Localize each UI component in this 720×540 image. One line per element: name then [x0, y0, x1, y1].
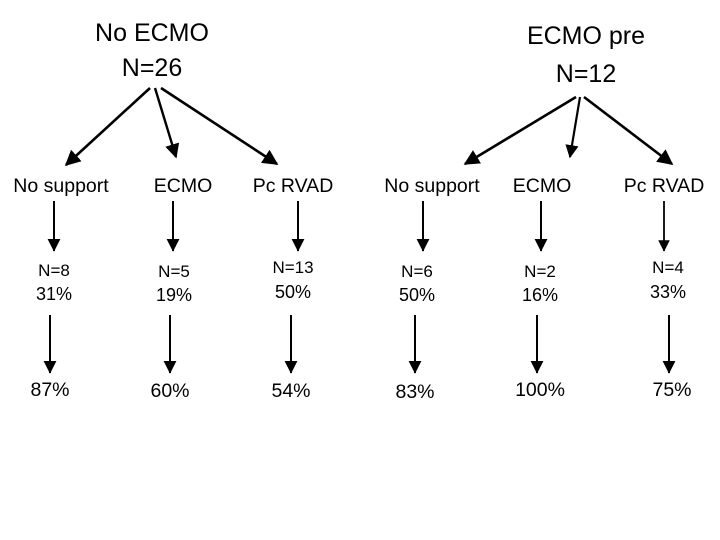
branch-arrow-ecmo-pre-no-support — [463, 95, 577, 166]
group-title-ecmo-pre: ECMO pre — [526, 22, 646, 50]
vertical-arrows-label-to-stats-left — [47, 201, 305, 252]
outcome-percent-ecmo-pre-pc-rvad: 75% — [652, 379, 692, 401]
stat-percent-no-ecmo-pc-rvad: 50% — [274, 282, 312, 302]
branch-arrow-ecmo-pre-pc-rvad — [583, 95, 674, 166]
column-label-ecmo-pre-pc-rvad: Pc RVAD — [623, 175, 705, 197]
branch-arrows-ecmo-pre — [463, 95, 674, 166]
stat-percent-ecmo-pre-no-support: 50% — [398, 285, 436, 305]
branch-arrow-no-ecmo-pc-rvad — [160, 86, 279, 166]
branch-arrow-no-ecmo-ecmo — [153, 87, 180, 159]
outcome-percent-no-ecmo-ecmo: 60% — [150, 380, 190, 402]
group-n-ecmo-pre: N=12 — [555, 60, 617, 88]
stat-percent-ecmo-pre-pc-rvad: 33% — [649, 282, 687, 302]
outcome-percent-ecmo-pre-no-support: 83% — [395, 381, 435, 403]
column-label-no-ecmo-ecmo: ECMO — [153, 175, 213, 197]
branch-arrow-no-ecmo-no-support — [64, 87, 151, 167]
outcome-percent-no-ecmo-no-support: 87% — [30, 379, 70, 401]
column-label-no-ecmo-no-support: No support — [13, 175, 109, 197]
stat-percent-no-ecmo-no-support: 31% — [35, 284, 73, 304]
branch-arrow-ecmo-pre-ecmo — [565, 96, 582, 159]
column-label-ecmo-pre-no-support: No support — [384, 175, 480, 197]
stat-n-no-ecmo-pc-rvad: N=13 — [272, 258, 314, 277]
branch-arrows-no-ecmo — [64, 86, 279, 167]
stat-n-ecmo-pre-ecmo: N=2 — [524, 262, 556, 281]
vertical-arrows-stats-to-outcome-left — [43, 315, 298, 374]
column-label-no-ecmo-pc-rvad: Pc RVAD — [252, 175, 334, 197]
group-n-no-ecmo: N=26 — [121, 54, 183, 82]
vertical-arrows-label-to-stats-right — [416, 201, 670, 252]
stat-percent-ecmo-pre-ecmo: 16% — [521, 285, 559, 305]
stat-percent-no-ecmo-ecmo: 19% — [155, 285, 193, 305]
stat-n-no-ecmo-ecmo: N=5 — [158, 262, 190, 281]
outcome-percent-no-ecmo-pc-rvad: 54% — [271, 380, 311, 402]
stat-n-ecmo-pre-pc-rvad: N=4 — [652, 258, 684, 277]
vertical-arrows-stats-to-outcome-right — [408, 315, 676, 374]
stat-n-no-ecmo-no-support: N=8 — [38, 261, 70, 280]
group-title-no-ecmo: No ECMO — [95, 19, 209, 47]
column-label-ecmo-pre-ecmo: ECMO — [512, 175, 572, 197]
stat-n-ecmo-pre-no-support: N=6 — [401, 262, 433, 281]
outcome-percent-ecmo-pre-ecmo: 100% — [515, 379, 565, 401]
